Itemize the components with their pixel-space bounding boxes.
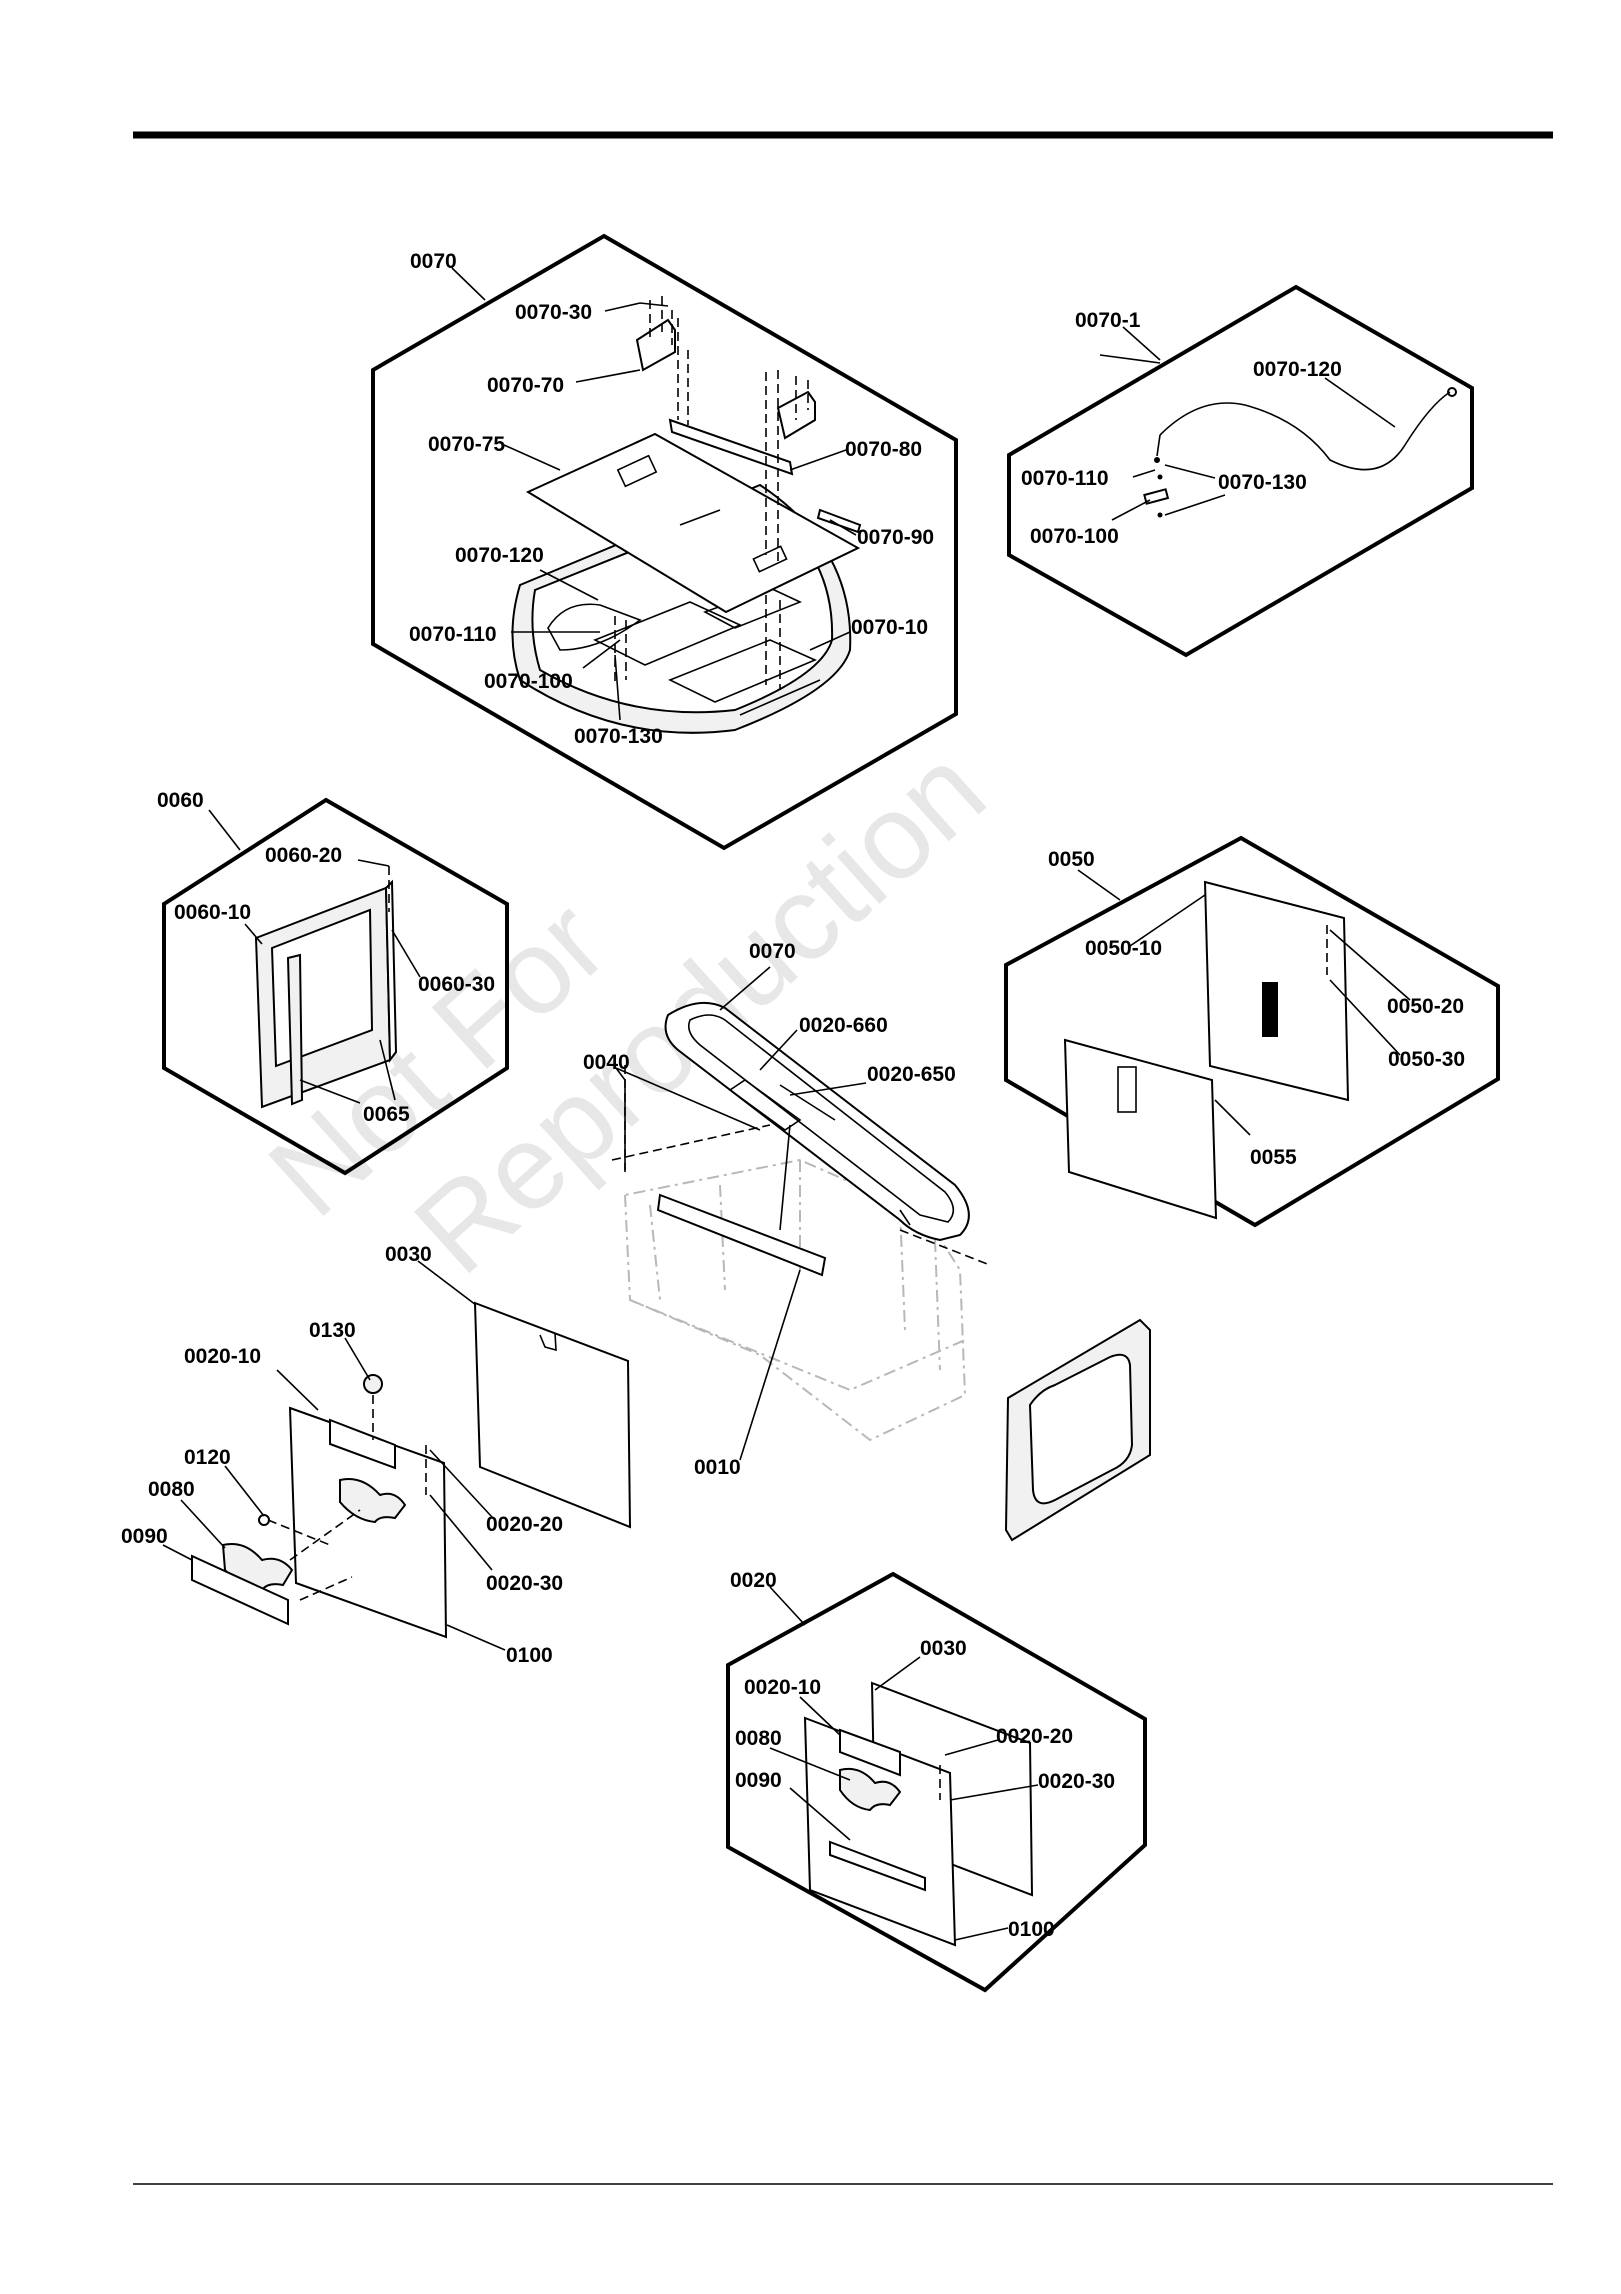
plate-0070-75 <box>525 432 861 614</box>
label-0070-1: 0070-1 <box>1075 309 1141 332</box>
label-0070-90: 0070-90 <box>857 526 934 549</box>
label-0050-20: 0050-20 <box>1387 995 1464 1018</box>
label-0020-0030: 0030 <box>920 1637 967 1660</box>
rod-0070-90 <box>816 508 862 534</box>
label-0070-30: 0070-30 <box>515 301 592 324</box>
label-0070-1-0070-130: 0070-130 <box>1218 471 1307 494</box>
bracket-0070-80 <box>668 418 794 476</box>
group-0020-frame <box>726 1571 1147 1993</box>
group-0050-frame <box>1004 835 1500 1228</box>
screw-0120 <box>258 1514 270 1526</box>
label-main-0020-20: 0020-20 <box>486 1513 563 1536</box>
group-0070-frame <box>371 233 958 851</box>
label-0070-130: 0070-130 <box>574 725 663 748</box>
label-main-0100: 0100 <box>506 1644 553 1667</box>
label-main-0020-30: 0020-30 <box>486 1572 563 1595</box>
group-0070-1-frame <box>1007 284 1474 658</box>
label-main-0020-10: 0020-10 <box>184 1345 261 1368</box>
label-main-0070: 0070 <box>749 940 796 963</box>
label-0070-120: 0070-120 <box>455 544 544 567</box>
label-0020-0090: 0090 <box>735 1769 782 1792</box>
main-assembly: 0070 0020-660 0020-650 0040 0010 0030 <box>121 940 1151 1667</box>
knob-0130 <box>363 1374 383 1394</box>
label-0070-10: 0070-10 <box>851 616 928 639</box>
label-0070: 0070 <box>410 250 457 273</box>
label-main-0080: 0080 <box>148 1478 195 1501</box>
label-0050-30: 0050-30 <box>1388 1048 1465 1071</box>
label-0020: 0020 <box>730 1569 777 1592</box>
label-0070-1-0070-100: 0070-100 <box>1030 525 1119 548</box>
label-0070-100: 0070-100 <box>484 670 573 693</box>
label-0070-70: 0070-70 <box>487 374 564 397</box>
panel-0030 <box>473 1301 632 1529</box>
label-main-0130: 0130 <box>309 1319 356 1342</box>
label-0020-0020-20: 0020-20 <box>996 1725 1073 1748</box>
handle-bar <box>329 1418 396 1470</box>
label-0020-0020-30: 0020-30 <box>1038 1770 1115 1793</box>
vent-grille <box>1262 982 1278 1037</box>
lid-0070 <box>664 1001 970 1242</box>
label-0070-75: 0070-75 <box>428 433 505 456</box>
bracket-0070-70 <box>635 318 676 372</box>
group-0070-1: 0070-1 0070-120 0070-110 0070-130 0070-1… <box>1007 284 1474 658</box>
label-0050-10: 0050-10 <box>1085 937 1162 960</box>
label-0070-80: 0070-80 <box>845 438 922 461</box>
group-0050: 0050 0050-10 0050-20 0050-30 0055 <box>1004 835 1500 1228</box>
label-0020-650: 0020-650 <box>867 1063 956 1086</box>
part-0070-100 <box>1143 488 1170 505</box>
label-0065: 0065 <box>363 1103 410 1126</box>
label-0060-20: 0060-20 <box>265 844 342 867</box>
bar-0010 <box>656 1193 827 1277</box>
label-0070-1-0070-110: 0070-110 <box>1021 467 1109 490</box>
label-0060: 0060 <box>157 789 204 812</box>
group-0060-frame <box>162 797 509 1176</box>
label-main-0120: 0120 <box>184 1446 231 1469</box>
label-0020-660: 0020-660 <box>799 1014 888 1037</box>
label-0010: 0010 <box>694 1456 741 1479</box>
label-0070-1-0070-120: 0070-120 <box>1253 358 1342 381</box>
label-main-0030: 0030 <box>385 1243 432 1266</box>
label-0040: 0040 <box>583 1051 630 1074</box>
label-0050: 0050 <box>1048 848 1095 871</box>
cabinet-ghost <box>623 1158 967 1442</box>
group-0060: 0060 0060-20 0060-10 0060-30 0065 <box>157 789 509 1176</box>
label-0055: 0055 <box>1250 1146 1297 1169</box>
label-0020-0100: 0100 <box>1008 1918 1055 1941</box>
label-0060-10: 0060-10 <box>174 901 251 924</box>
group-0020: 0020 0030 0020-10 0080 0020-20 0090 0020… <box>726 1569 1147 1993</box>
strip-0090 <box>191 1554 289 1626</box>
panel-0055 <box>1063 1038 1218 1220</box>
harness-0070-120 <box>1159 391 1451 471</box>
group-0070: 0070 0070-30 0070-70 0070-75 0070-80 007… <box>371 233 958 851</box>
label-0020-0020-10: 0020-10 <box>744 1676 821 1699</box>
label-main-0090: 0090 <box>121 1525 168 1548</box>
label-0070-110: 0070-110 <box>409 623 497 646</box>
handle-0065 <box>286 953 304 1106</box>
label-0060-30: 0060-30 <box>418 973 495 996</box>
label-0020-0080: 0080 <box>735 1727 782 1750</box>
